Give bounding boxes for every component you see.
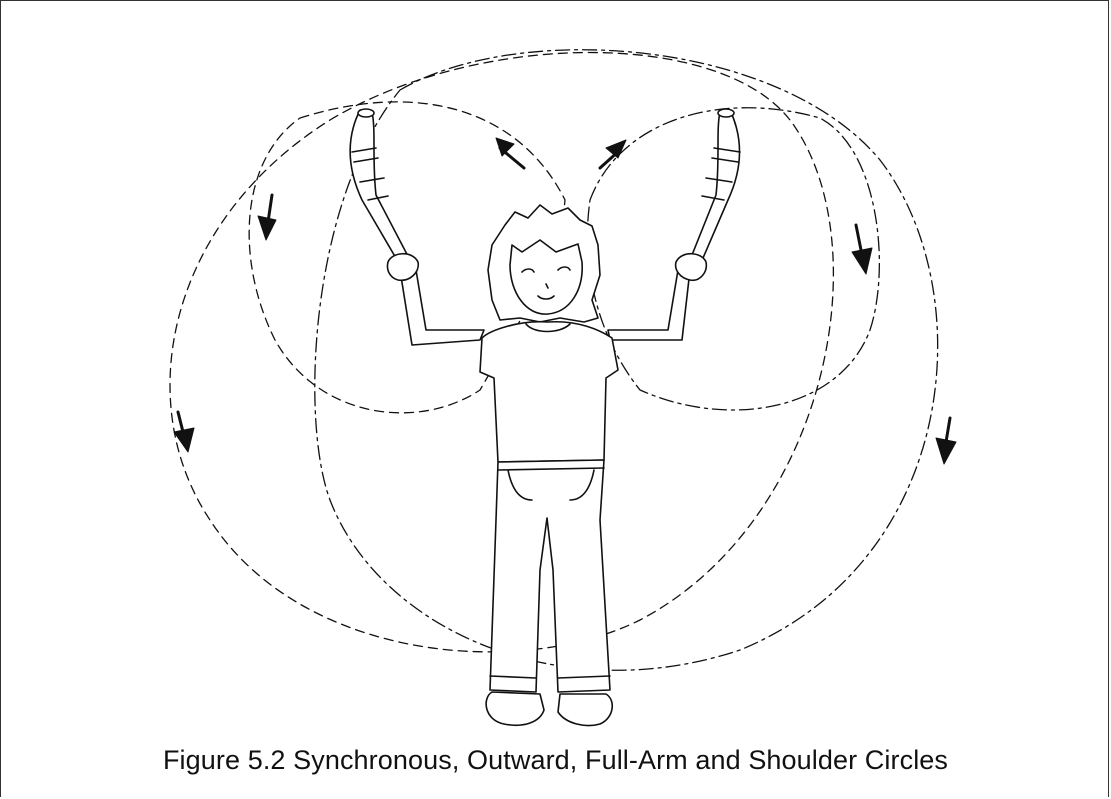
right-shoe [558,694,612,726]
juggler [350,109,740,726]
arrow-icon [936,418,956,464]
jeans [490,460,610,692]
right-full-arm-circle [315,50,938,671]
figure-caption: Figure 5.2 Synchronous, Outward, Full-Ar… [0,745,1111,776]
left-shoe [486,692,544,725]
left-club [350,109,410,265]
arrow-icon [258,195,276,240]
arrow-icon [600,140,626,168]
right-arm [608,270,690,340]
left-arm [400,270,484,345]
figure-illustration [0,0,1111,740]
arrow-icon [852,225,872,274]
shirt [480,322,618,462]
right-club [690,109,740,265]
